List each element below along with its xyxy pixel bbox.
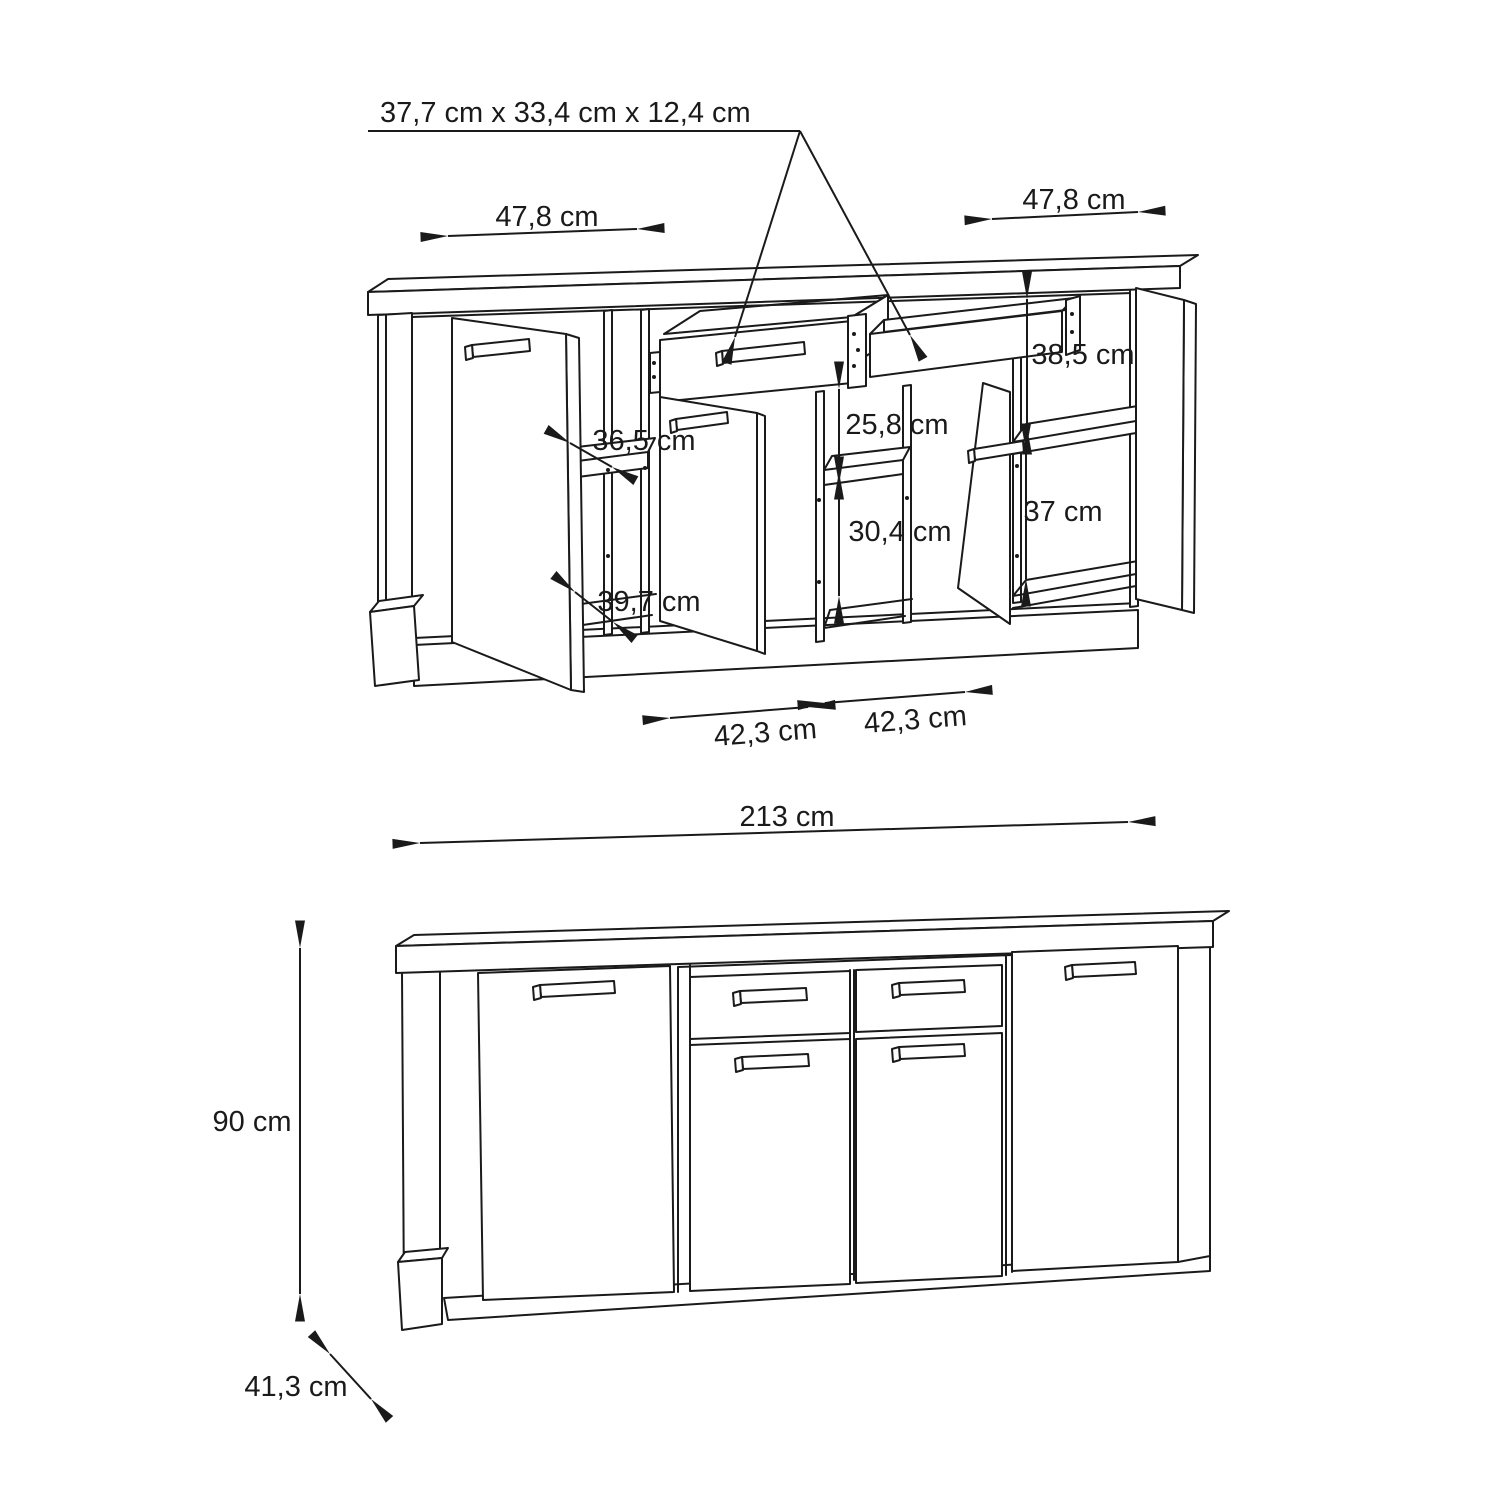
drawer-handle-cap (891, 982, 901, 999)
door-left (477, 965, 675, 1301)
dim-label-right-upper-height: 38,5 cm (1031, 339, 1134, 371)
open-door-far-right (1135, 287, 1197, 614)
door-mid-right (855, 1032, 1003, 1284)
drawer-face (689, 970, 851, 1040)
door-handle-cap (734, 1056, 744, 1073)
shelf-front-edge (1012, 420, 1137, 443)
drawer-face (855, 964, 1003, 1033)
dim-arrow-top-right-width (964, 205, 1166, 226)
leader-arrow (799, 130, 928, 362)
door-edge (756, 412, 766, 655)
door-handle (539, 980, 616, 998)
drawer-rail (1065, 295, 1081, 356)
dim-label-center-right-width: 42,3 cm (863, 700, 968, 740)
left-plinth-block (369, 605, 420, 687)
divider (640, 308, 650, 634)
open-view (367, 254, 1199, 693)
right-side-stile (1177, 942, 1211, 1263)
dim-arrow-total-depth (307, 1330, 394, 1423)
dim-label-top-right-width: 47,8 cm (1022, 184, 1125, 216)
left-plinth-block (397, 1257, 443, 1331)
leader-arrow (721, 130, 801, 365)
dim-label-center-upper-height: 25,8 cm (845, 409, 948, 441)
drawer-handle (739, 987, 808, 1004)
drawer-handle-cap (715, 350, 724, 367)
front-view (395, 910, 1230, 1331)
dimension-annotations: 37,7 cm x 33,4 cm x 12,4 cm 47,8 cm 47,8… (213, 97, 1166, 1423)
shelf (823, 446, 911, 486)
door-handle-cap (464, 344, 474, 361)
right-floor-edges (1012, 559, 1145, 609)
door-face (957, 382, 1011, 625)
drawer-handle (898, 979, 966, 996)
open-door-far-left (451, 317, 585, 693)
door-handle-cap (967, 448, 976, 464)
door-handle (898, 1043, 966, 1060)
dim-label-left-shelf-depth: 36,5 cm (592, 425, 695, 457)
door-handle (1071, 961, 1137, 978)
dim-arrow-center-right-width (797, 684, 993, 711)
dim-arrow-top-left-width (420, 222, 665, 243)
door-handle-cap (891, 1046, 901, 1063)
dim-label-top-left-width: 47,8 cm (495, 201, 598, 233)
dim-arrow-left-bottom-depth (550, 571, 638, 643)
door-handle-cap (532, 984, 542, 1001)
top-slab-front (367, 265, 1181, 316)
divider (902, 384, 912, 624)
dim-label-center-left-width: 42,3 cm (713, 713, 818, 753)
door-right (1011, 945, 1179, 1272)
top-slab-front (395, 920, 1214, 974)
drawer-front-left (689, 970, 851, 1040)
shelf (1012, 404, 1145, 455)
door-mid-left (689, 1038, 851, 1292)
door-face (477, 965, 675, 1301)
dim-label-right-lower-height: 37 cm (1024, 496, 1103, 528)
door-face (1135, 287, 1185, 611)
door-face (1011, 945, 1179, 1272)
dim-label-left-bottom-depth: 39,7 cm (597, 586, 700, 618)
drawer-front (659, 320, 853, 403)
dim-label-total-width: 213 cm (739, 801, 834, 833)
open-door-mid-left (659, 396, 766, 655)
door-handle (741, 1053, 810, 1070)
dim-arrow-center-left-width (642, 699, 836, 726)
drawer-rail (649, 351, 661, 394)
door-face (855, 1032, 1003, 1284)
drawer-box-interior (869, 297, 1075, 335)
door-face (659, 396, 758, 652)
divider (815, 390, 825, 643)
dim-label-center-lower-height: 30,4 cm (848, 516, 951, 548)
door-face (689, 1038, 851, 1292)
left-side-panel (377, 312, 413, 613)
dim-label-drawer-size: 37,7 cm x 33,4 cm x 12,4 cm (380, 97, 751, 129)
door-handle-cap (1064, 964, 1074, 981)
door-handle-cap (669, 418, 678, 434)
door-face (451, 317, 572, 691)
dim-label-total-depth: 41,3 cm (244, 1371, 347, 1403)
dim-label-total-height: 90 cm (213, 1106, 292, 1138)
drawer-front-right (855, 964, 1003, 1033)
dim-arrow-left-shelf-depth (543, 425, 639, 485)
dim-arrow-total-width (392, 816, 1156, 849)
drawer-handle-cap (732, 990, 742, 1007)
